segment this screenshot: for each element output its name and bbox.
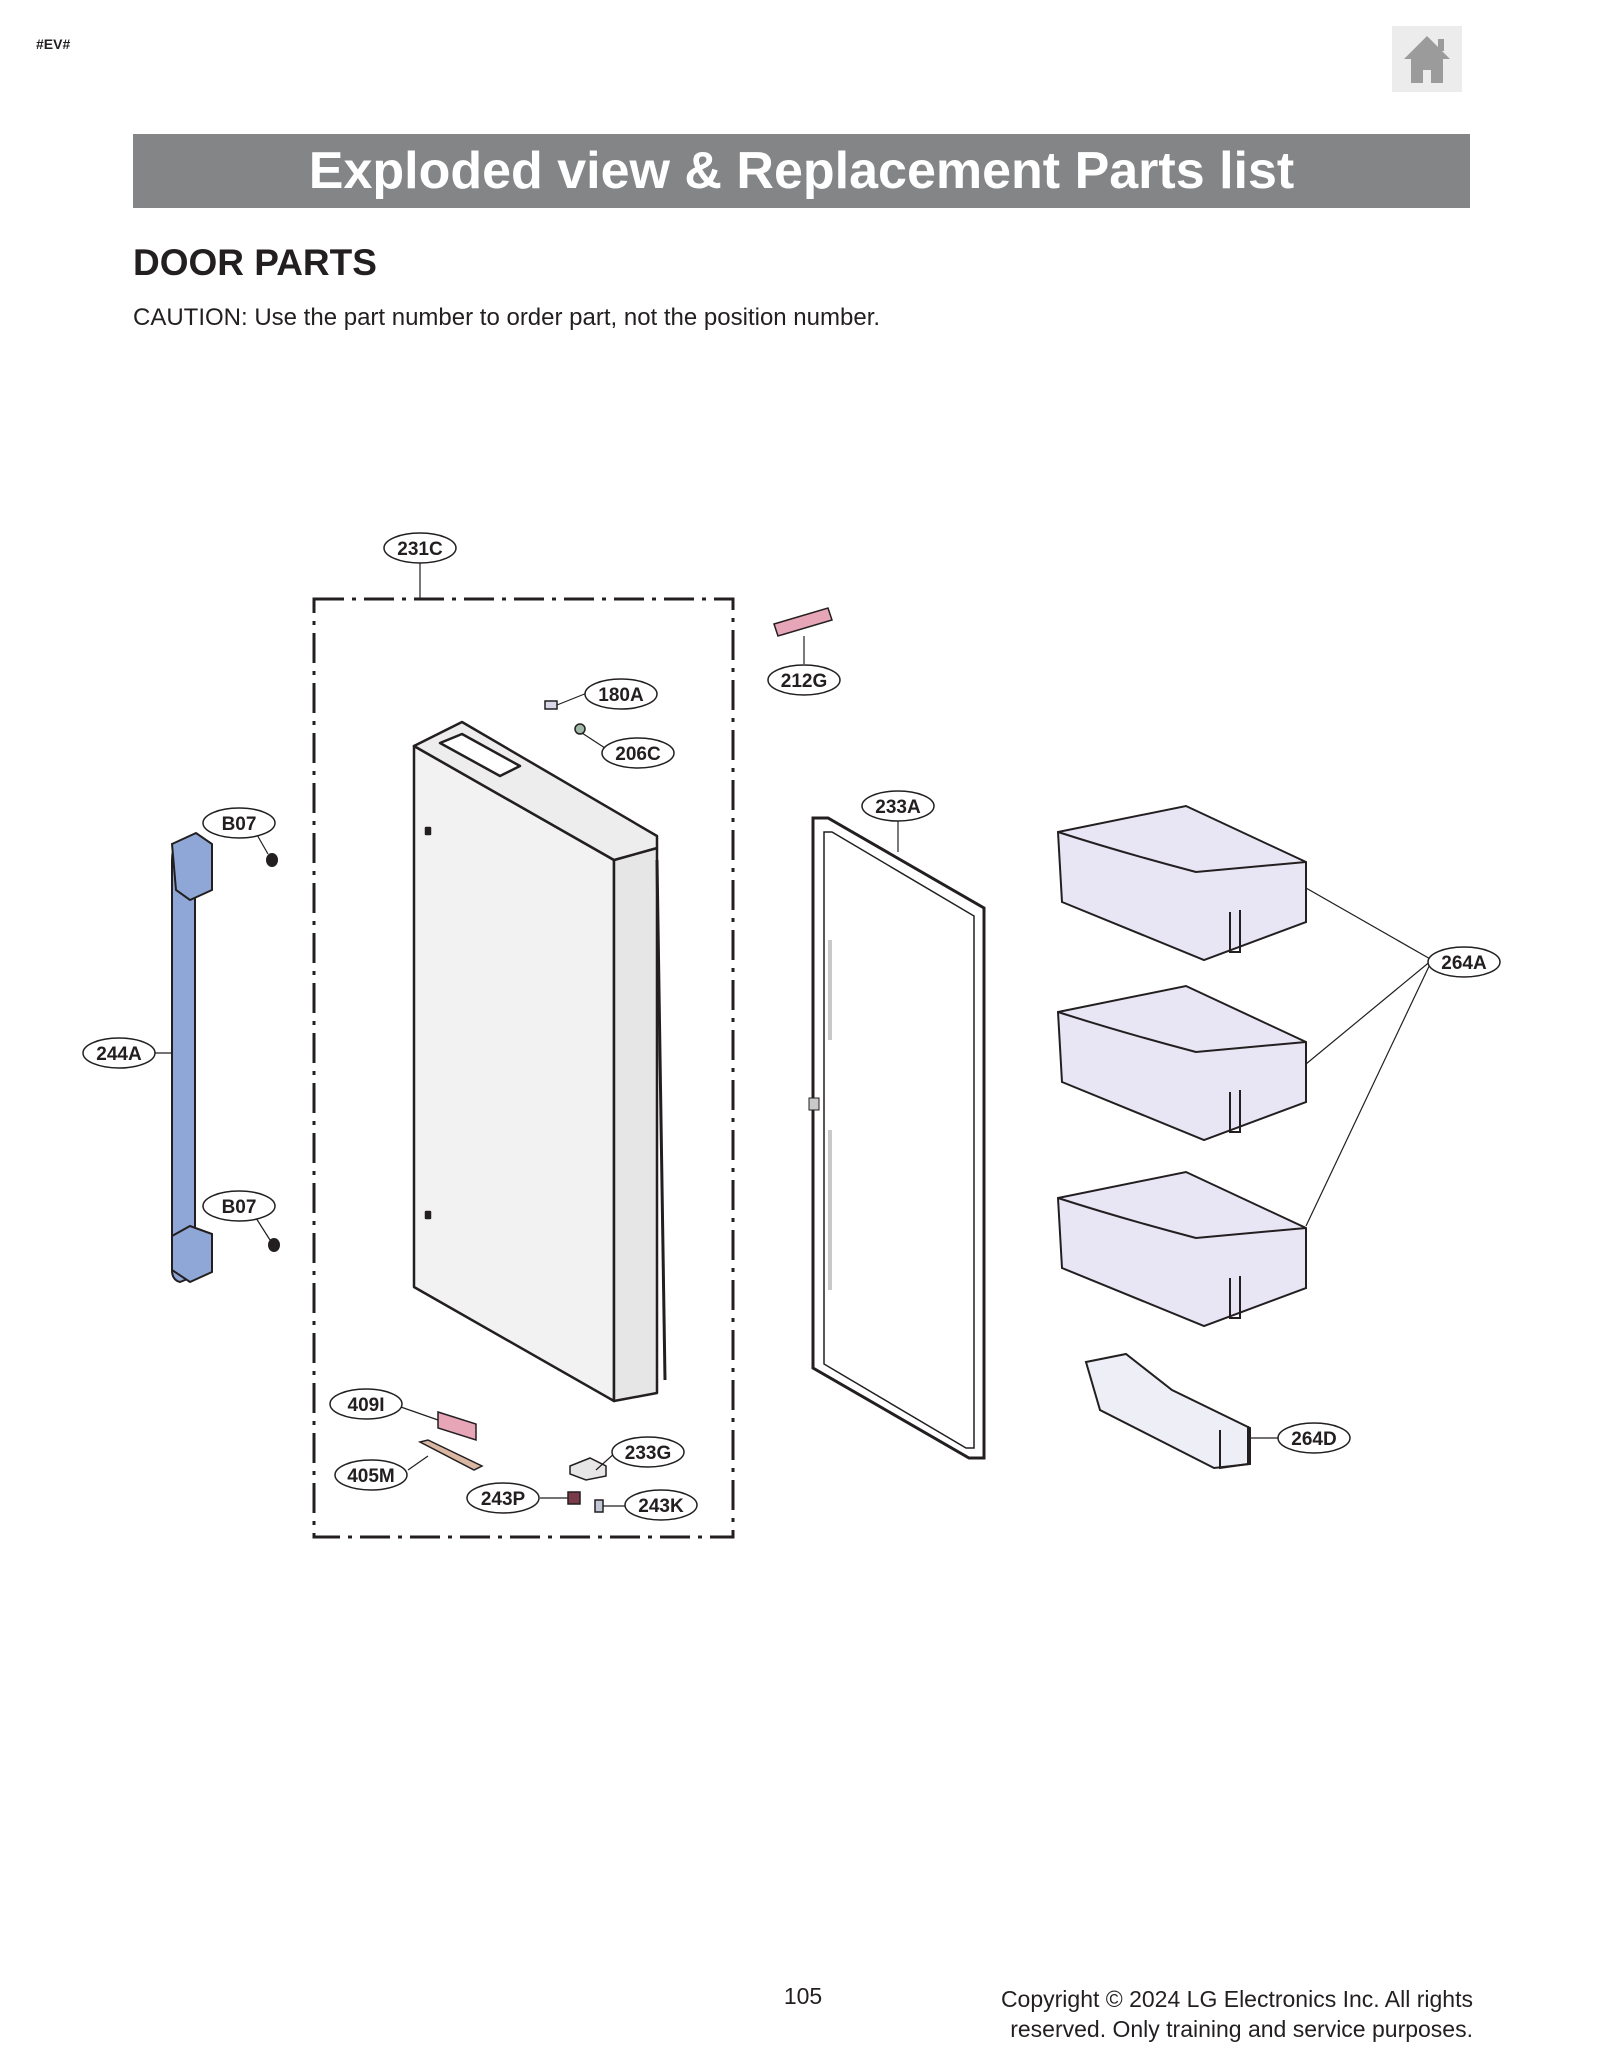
callout-405m-label: 405M [347,1466,395,1487]
door-bin-2 [1056,984,1307,1142]
callout-b07-bottom: B07 [202,1190,276,1222]
callout-212g: 212G [767,664,841,696]
section-title: DOOR PARTS [133,242,377,283]
callout-206c: 206C [601,737,675,769]
screw-top [266,853,278,867]
callout-180a: 180A [584,678,658,710]
document-tag: #EV# [36,36,71,52]
door-bin-3 [1056,1170,1307,1328]
callout-233a-label: 233A [875,797,921,818]
page-title: Exploded view & Replacement Parts list [133,134,1470,208]
callout-409i-label: 409I [348,1395,385,1416]
part-243p [567,1491,581,1505]
callout-b07-bottom-label: B07 [222,1197,257,1218]
callout-264d-label: 264D [1291,1429,1336,1450]
callout-180a-label: 180A [598,685,644,706]
badge-212g [773,607,833,637]
callout-243k: 243K [624,1489,698,1521]
callout-b07-top-label: B07 [222,814,257,835]
callout-405m: 405M [334,1459,408,1491]
callout-264d: 264D [1277,1422,1351,1454]
callout-244a: 244A [82,1037,156,1069]
copyright-line-2: reserved. Only training and service purp… [1010,2016,1473,2042]
door-gasket [808,816,986,1460]
home-icon [1404,36,1450,83]
door-handle [170,831,213,1284]
copyright-notice: Copyright © 2024 LG Electronics Inc. All… [1001,1984,1473,2044]
callout-243p-label: 243P [481,1489,526,1510]
callout-409i: 409I [329,1388,403,1420]
door-assembly-boundary [312,597,735,1539]
callout-264a-label: 264A [1441,953,1487,974]
copyright-line-1: Copyright © 2024 LG Electronics Inc. All… [1000,1986,1473,2012]
callout-264a: 264A [1427,946,1501,978]
door-bin-264d [1084,1352,1251,1470]
callout-b07-top: B07 [202,807,276,839]
callout-243k-label: 243K [638,1496,684,1517]
part-180a [544,700,558,710]
part-405m [417,1439,484,1471]
door-bin-1 [1056,804,1307,962]
door-panel [412,720,667,1403]
callout-233g-label: 233G [625,1443,671,1464]
callout-231c: 231C [383,532,457,564]
callout-243p: 243P [466,1482,540,1514]
part-206c [574,723,586,735]
callout-231c-label: 231C [397,539,443,560]
callout-233a: 233A [861,790,935,822]
caution-text: CAUTION: Use the part number to order pa… [133,304,881,331]
callout-206c-label: 206C [615,744,661,765]
part-243k [594,1499,604,1513]
home-button[interactable] [1392,26,1462,92]
screw-bottom [268,1238,280,1252]
callout-233g: 233G [611,1436,685,1468]
page-number: 105 [783,1983,823,2009]
callout-212g-label: 212G [781,671,827,692]
part-409i [437,1410,477,1442]
part-233g [569,1457,607,1481]
callout-244a-label: 244A [96,1044,142,1065]
